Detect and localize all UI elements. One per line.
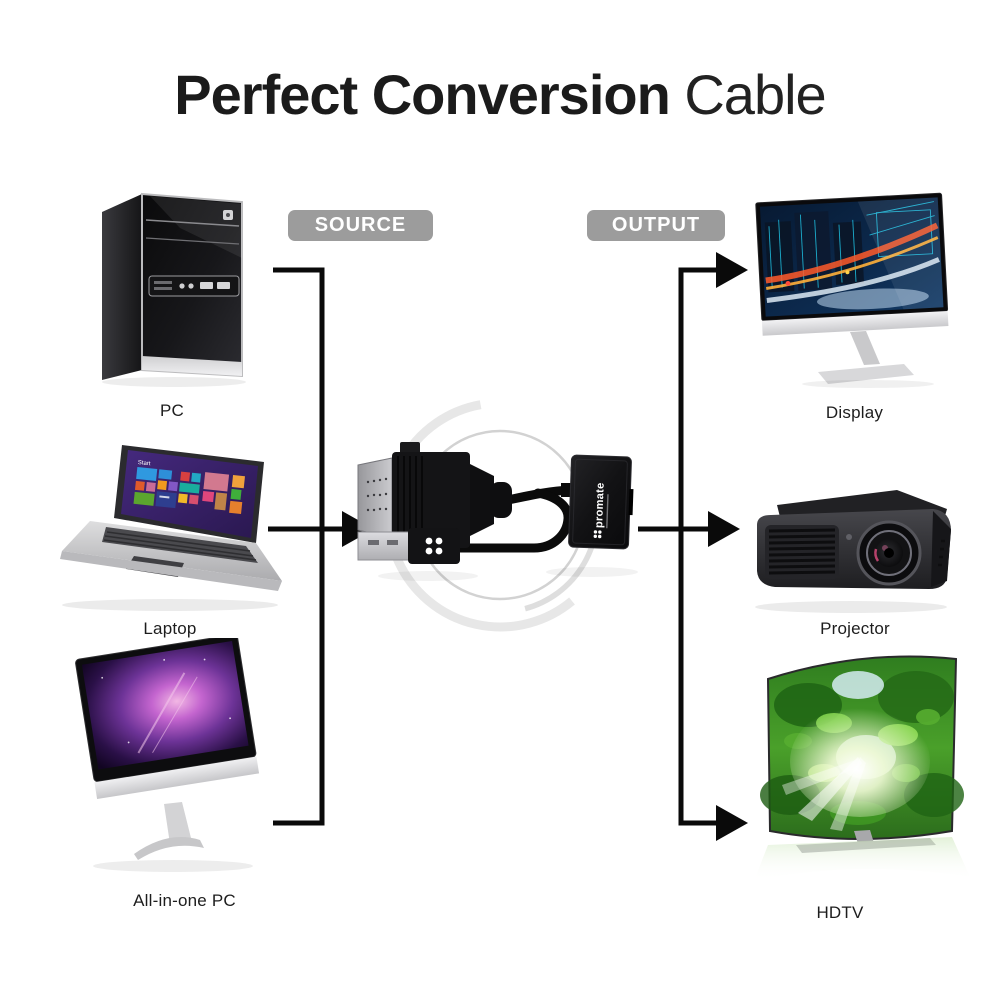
projector-illustration <box>755 490 951 613</box>
aio-stars <box>101 658 231 744</box>
promate-logo-dots <box>425 537 443 555</box>
source-bus-lines <box>268 267 344 826</box>
output-arrow-display <box>716 252 748 288</box>
display-illustration <box>755 192 949 388</box>
hdtv-illustration <box>754 655 970 881</box>
device-label-laptop: Laptop <box>143 619 197 638</box>
laptop-start-screen: Start <box>133 460 245 515</box>
adapter-brand-text: promate <box>593 482 607 528</box>
projector-lens <box>856 520 922 586</box>
adapter-dongle: promate <box>568 454 634 550</box>
output-arrow-projector <box>708 511 740 547</box>
device-label-projector: Projector <box>820 619 890 638</box>
laptop-screen-start-text: Start <box>137 460 151 467</box>
laptop-keyboard-rows <box>103 531 257 561</box>
device-laptop: Start <box>50 443 290 643</box>
pc-tower-illustration <box>102 192 246 387</box>
hdtv-sun-rays <box>782 757 866 831</box>
laptop-illustration: Start <box>60 445 282 611</box>
vga-connector <box>357 442 512 558</box>
aio-nebula-streaks <box>137 672 198 754</box>
page-title: Perfect Conversion Cable <box>0 64 1000 126</box>
output-arrow-hdtv <box>716 805 748 841</box>
projector-vent-grille <box>765 525 839 579</box>
projector-side-vents <box>938 539 945 567</box>
usb-loop-cable <box>453 488 573 553</box>
output-bus-lines <box>638 267 718 826</box>
device-label-hdtv: HDTV <box>816 903 864 922</box>
output-badge: OUTPUT <box>587 210 725 241</box>
all-in-one-illustration <box>75 638 260 872</box>
adapter-logo-dots <box>593 530 602 539</box>
page-title-regular: Cable <box>684 63 826 126</box>
device-all-in-one-pc: All-in-one PC <box>68 638 273 918</box>
device-hdtv: HDTV <box>738 645 978 930</box>
display-city-scene <box>764 201 940 310</box>
device-label-display: Display <box>825 403 884 422</box>
adapter-cable-photo: promate <box>340 420 670 640</box>
device-display: Display <box>752 192 957 427</box>
device-label-all-in-one: All-in-one PC <box>133 891 236 910</box>
device-pc: PC <box>92 188 252 423</box>
device-projector: Projector <box>745 485 965 645</box>
source-badge: SOURCE <box>288 210 433 241</box>
device-label-pc: PC <box>159 401 185 420</box>
usb-connector <box>357 528 460 564</box>
pc-io-panel <box>148 275 240 297</box>
page-title-emphasis: Perfect Conversion <box>174 63 670 126</box>
